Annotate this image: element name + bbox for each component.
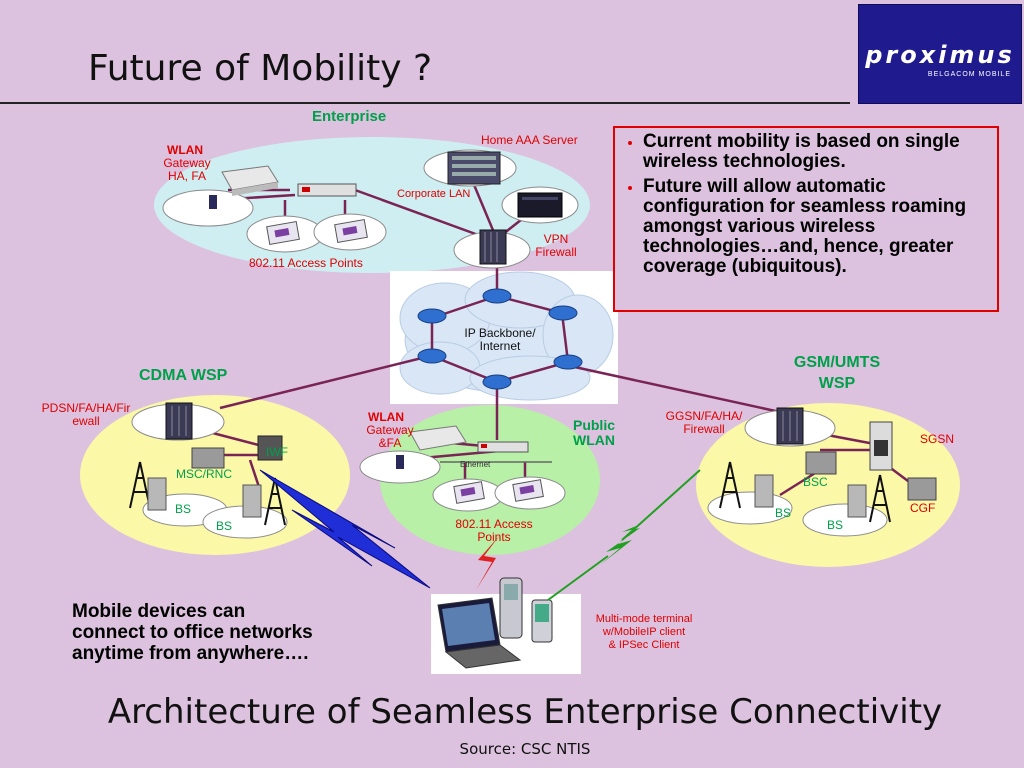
- iwf-icon: [257, 435, 283, 461]
- corporate-server-icon: [517, 192, 563, 218]
- green-lightning-icon: [547, 469, 701, 601]
- home-aaa-label: Home AAA Server: [481, 133, 578, 147]
- bs-node-gsm-2: [802, 503, 888, 537]
- logo-brand: proximus: [865, 41, 1015, 69]
- pdsn-server-icon: [165, 402, 193, 440]
- ggsn-label: GGSN/FA/HA/ Firewall: [665, 409, 743, 436]
- cgf-icon: [907, 477, 937, 501]
- sgsn-icon: [869, 421, 893, 471]
- wlan-gateway-icon: [221, 165, 279, 196]
- base-station-icon: [754, 474, 774, 508]
- public-wlan-label: WLAN: [368, 410, 404, 424]
- bullet-item: Current mobility is based on single wire…: [643, 132, 987, 172]
- bsc-icon: [805, 451, 837, 475]
- public-wlan-title: Public WLAN: [572, 417, 615, 448]
- wireless-ap-icon-1: [266, 220, 300, 246]
- key-points-box: Current mobility is based on single wire…: [613, 126, 999, 312]
- msc-rnc-label: MSC/RNC: [176, 467, 232, 481]
- public-ap-icon-2: [512, 479, 544, 502]
- wlan-gateway-node: [162, 189, 254, 227]
- sgsn-label: SGSN: [920, 432, 955, 446]
- pdsn-label: PDSN/FA/HA/Fir ewall: [41, 401, 131, 428]
- bullet-item: Future will allow automatic configuratio…: [643, 177, 987, 277]
- cdma-bs-label-1: BS: [175, 502, 192, 516]
- footer-title: Architecture of Seamless Enterprise Conn…: [107, 692, 943, 732]
- vpn-firewall-icon: [479, 229, 507, 265]
- public-access-point-icon: [396, 455, 404, 469]
- ethernet-label: Ethernet: [460, 460, 491, 469]
- gsm-tower-icon: [719, 461, 891, 523]
- enterprise-gateway-label: Gateway HA, FA: [163, 156, 211, 183]
- base-station-icon: [242, 484, 262, 518]
- public-wlan-gateway-icon: [409, 425, 467, 451]
- terminal-devices-icon: [431, 577, 581, 674]
- access-point-icon: [209, 195, 217, 209]
- ethernet-switch-icon: [477, 441, 529, 453]
- base-station-icon: [147, 477, 167, 511]
- router-icon: [297, 183, 357, 197]
- gsm-bs-label-1: BS: [775, 506, 792, 520]
- ggsn-server-icon: [776, 407, 804, 445]
- cdma-bs-label-2: BS: [216, 519, 233, 533]
- title-divider: [0, 102, 850, 104]
- iwf-label: IWF: [266, 445, 288, 459]
- footer-source: Source: CSC NTIS: [459, 740, 591, 758]
- home-aaa-server-icon: [447, 151, 501, 185]
- enterprise-title: Enterprise: [312, 108, 387, 125]
- gsm-title: GSM/UMTS WSP: [793, 354, 881, 392]
- ip-backbone-label: IP Backbone/ Internet: [464, 326, 536, 353]
- backbone-routers: [417, 288, 583, 390]
- msc-rnc-icon: [191, 447, 225, 469]
- blue-lightning-icon: [259, 469, 431, 589]
- enterprise-wlan-label: WLAN: [167, 143, 203, 157]
- logo-subtitle: BELGACOM MOBILE: [927, 71, 1011, 78]
- mobile-note: Mobile devices can connect to office net…: [72, 601, 313, 664]
- wireless-ap-icon-2: [334, 218, 368, 244]
- corporate-lan-label: Corporate LAN: [397, 188, 471, 200]
- public-ap-icon-1: [453, 481, 485, 504]
- cdma-title: CDMA WSP: [139, 367, 228, 384]
- gsm-bs-label-2: BS: [827, 518, 844, 532]
- proximus-logo: proximus BELGACOM MOBILE: [858, 4, 1022, 104]
- terminal-label: Multi-mode terminal w/MobileIP client & …: [595, 613, 693, 651]
- bsc-label: BSC: [803, 475, 828, 489]
- cell-tower-icon: [129, 461, 286, 526]
- public-gateway-label: Gateway &FA: [366, 423, 414, 450]
- enterprise-access-points-label: 802.11 Access Points: [249, 256, 363, 270]
- vpn-firewall-label: VPN Firewall: [535, 232, 577, 259]
- base-station-icon: [847, 484, 867, 518]
- cgf-label: CGF: [910, 501, 936, 515]
- public-access-points-label: 802.11 Access Points: [455, 517, 533, 544]
- slide-title: Future of Mobility ?: [88, 48, 433, 89]
- gsm-region: [696, 403, 960, 567]
